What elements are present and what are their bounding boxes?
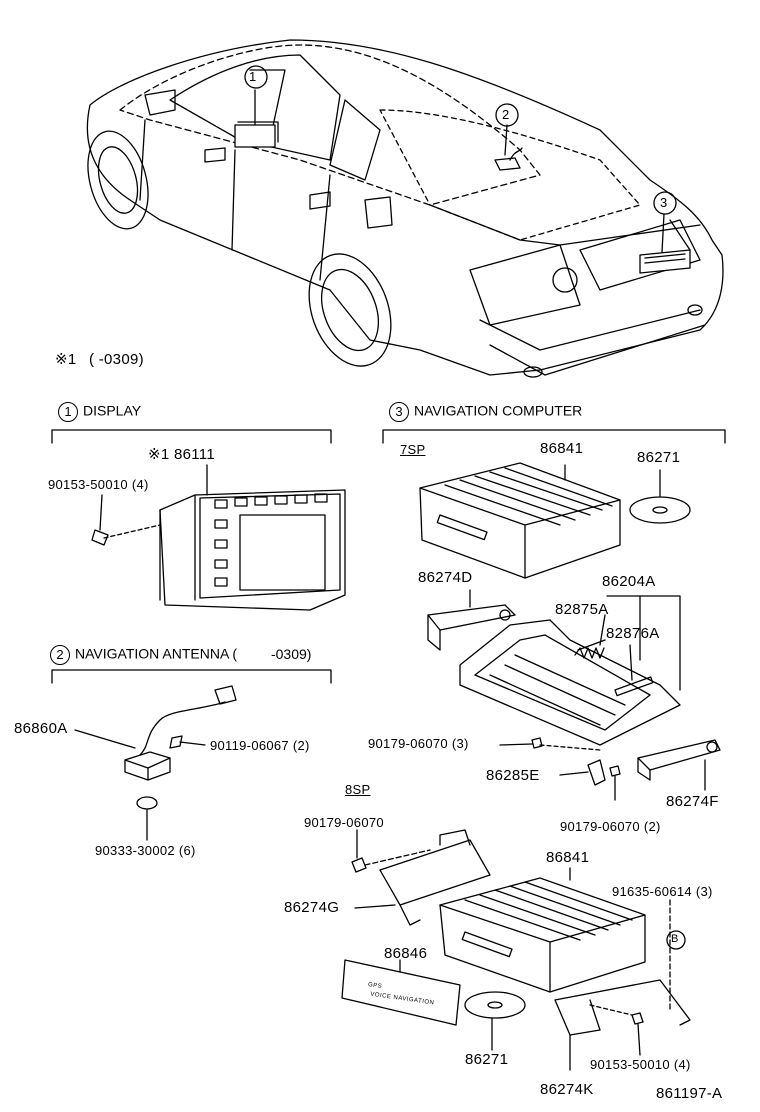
drawing-number: 861197-A bbox=[656, 1085, 723, 1102]
display-unit-drawing bbox=[91, 464, 346, 611]
computer-8sp-drawing bbox=[341, 829, 691, 1071]
part-bracket-k: 86274K bbox=[540, 1081, 594, 1098]
applicability-note: ※1 ( -0309) bbox=[55, 352, 144, 367]
part-antenna-screw: 90119-06067 (2) bbox=[210, 738, 310, 753]
section-antenna-title: 2 NAVIGATION ANTENNA ( -0309) bbox=[50, 645, 311, 665]
callout-circle-b bbox=[666, 930, 686, 950]
section-computer-title: 3 NAVIGATION COMPUTER bbox=[389, 402, 582, 422]
part-antenna: 86860A bbox=[14, 720, 68, 737]
section-brackets bbox=[51, 429, 726, 684]
note-range: ( -0309) bbox=[88, 351, 144, 368]
callout-circle-1 bbox=[244, 65, 268, 89]
part-bracket-set: 86204A bbox=[602, 573, 656, 590]
part-disc-7sp: 86271 bbox=[637, 449, 681, 466]
part-decal: 86846 bbox=[384, 945, 428, 962]
callout-3-label: 3 bbox=[660, 195, 668, 210]
part-disc-8sp: 86271 bbox=[465, 1051, 509, 1068]
part-nut-8sp: 90179-06070 bbox=[304, 815, 384, 830]
note-mark: ※1 bbox=[55, 351, 77, 368]
section-1-text: DISPLAY bbox=[83, 402, 142, 419]
section-2-circle: 2 bbox=[50, 645, 70, 665]
part-bracket-e: 86285E bbox=[486, 767, 540, 784]
variant-8sp: 8SP bbox=[345, 782, 371, 797]
part-bolt-8sp: 91635-60614 (3) bbox=[612, 884, 713, 899]
car-illustration bbox=[86, 39, 724, 378]
part-computer-8sp: 86841 bbox=[546, 849, 590, 866]
section-display-title: 1 DISPLAY bbox=[58, 402, 141, 422]
computer-7sp-drawing bbox=[419, 462, 721, 801]
part-antenna-pad: 90333-30002 (6) bbox=[95, 843, 196, 858]
callout-1-label: 1 bbox=[249, 69, 257, 84]
part-display-unit: ※1 86111 bbox=[148, 446, 215, 463]
callout-b-label: B bbox=[671, 933, 679, 945]
part-display-bolt: 90153-50010 (4) bbox=[48, 477, 149, 492]
part-bracket-d: 86274D bbox=[418, 569, 473, 586]
part-bracket-g: 86274G bbox=[284, 899, 340, 916]
section-1-circle: 1 bbox=[58, 402, 78, 422]
part-computer-7sp: 86841 bbox=[540, 440, 584, 457]
part-spring-b: 82876A bbox=[606, 625, 660, 642]
section-3-circle: 3 bbox=[389, 402, 409, 422]
callout-circle-3 bbox=[653, 191, 677, 215]
section-3-text: NAVIGATION COMPUTER bbox=[414, 402, 583, 419]
section-2-range: -0309) bbox=[270, 645, 312, 662]
variant-7sp: 7SP bbox=[400, 442, 426, 457]
callout-2-label: 2 bbox=[502, 107, 510, 122]
part-bolt-8sp-2: 90153-50010 (4) bbox=[590, 1057, 691, 1072]
part-nut-7sp: 90179-06070 (3) bbox=[368, 736, 469, 751]
part-spring-a: 82875A bbox=[555, 601, 609, 618]
part-bracket-f: 86274F bbox=[666, 793, 719, 810]
callout-circle-2 bbox=[495, 103, 519, 127]
section-2-text: NAVIGATION ANTENNA ( bbox=[75, 645, 238, 662]
antenna-drawing bbox=[74, 685, 237, 841]
part-nut-7sp-2: 90179-06070 (2) bbox=[560, 819, 661, 834]
